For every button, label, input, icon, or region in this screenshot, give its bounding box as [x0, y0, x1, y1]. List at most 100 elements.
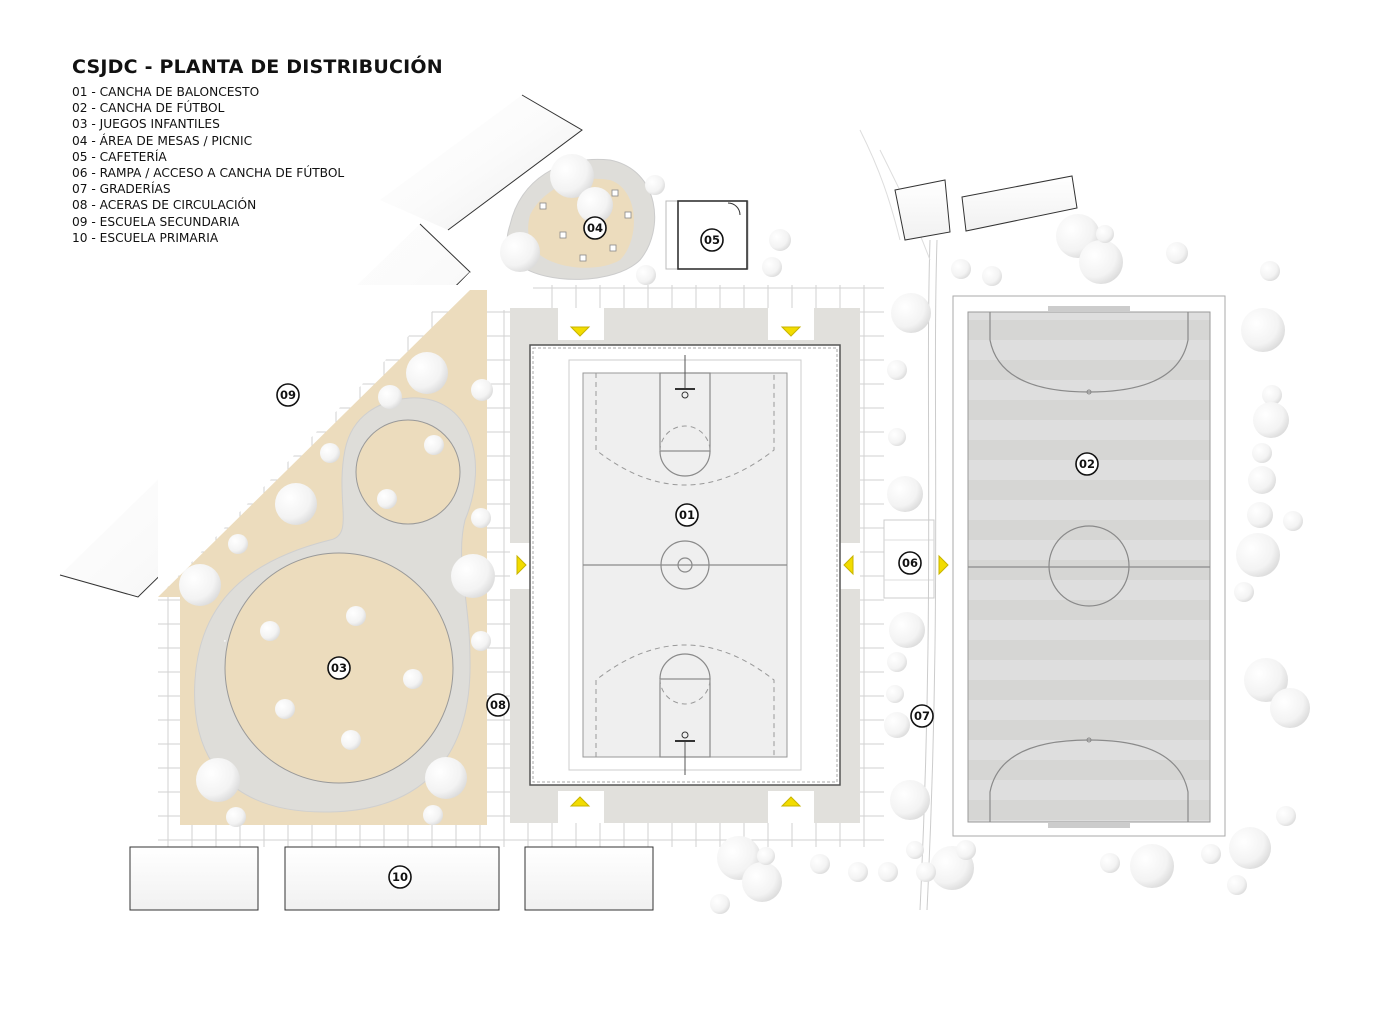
tree-icon [890, 780, 930, 820]
tree-icon [888, 428, 906, 446]
tree-icon [403, 669, 423, 689]
tree-icon [425, 757, 467, 799]
legend-item-08: 08 - ACERAS DE CIRCULACIÓN [72, 198, 257, 213]
basketball-court [510, 308, 860, 823]
tree-icon [889, 612, 925, 648]
tree-icon [228, 534, 248, 554]
entry-arrow-icon [780, 796, 802, 807]
tree-icon [577, 187, 613, 223]
buildings [129, 158, 1078, 911]
tree-icon [1270, 688, 1310, 728]
tree-icon [886, 685, 904, 703]
entry-arrow-icon [569, 796, 591, 807]
tree-icon [1096, 225, 1114, 243]
marker-04: 04 [583, 216, 607, 240]
tree-icon [424, 435, 444, 455]
tree-icon [224, 640, 226, 642]
tree-icon [645, 175, 665, 195]
tree-icon [1248, 466, 1276, 494]
tree-icon [550, 154, 594, 198]
marker-08: 08 [486, 693, 510, 717]
tree-icon [320, 443, 340, 463]
entry-arrow-icon [780, 326, 802, 337]
tree-icon [471, 379, 493, 401]
marker-07: 07 [910, 704, 934, 728]
tree-icon [406, 352, 448, 394]
marker-09: 09 [276, 383, 300, 407]
legend-item-02: 02 - CANCHA DE FÚTBOL [72, 101, 225, 116]
tree-icon [906, 841, 924, 859]
tree-icon [884, 712, 910, 738]
tree-icon [742, 862, 782, 902]
marker-01: 01 [675, 503, 699, 527]
tree-icon [769, 229, 791, 251]
tree-icon [451, 554, 495, 598]
legend-item-10: 10 - ESCUELA PRIMARIA [72, 230, 219, 245]
tree-icon [982, 266, 1002, 286]
tree-icon [1247, 502, 1273, 528]
tree-icon [887, 476, 923, 512]
tree-icon [916, 862, 936, 882]
tree-icon [757, 847, 775, 865]
svg-text:04: 04 [587, 221, 603, 235]
tree-icon [891, 293, 931, 333]
tree-icon [1252, 443, 1272, 463]
svg-text:07: 07 [914, 709, 930, 723]
tree-icon [1234, 582, 1254, 602]
legend-item-05: 05 - CAFETERÍA [72, 149, 167, 164]
tree-icon [878, 862, 898, 882]
tree-icon [636, 265, 656, 285]
marker-10: 10 [388, 865, 412, 889]
tree-icon [956, 840, 976, 860]
trees [179, 154, 1310, 914]
tree-icon [1130, 844, 1174, 888]
tree-icon [196, 758, 240, 802]
tree-icon [1260, 261, 1280, 281]
tree-icon [1100, 853, 1120, 873]
legend-item-06: 06 - RAMPA / ACCESO A CANCHA DE FÚTBOL [72, 166, 345, 181]
svg-text:05: 05 [704, 233, 720, 247]
football-field [952, 295, 1226, 837]
tree-icon [1241, 308, 1285, 352]
tree-icon [1236, 533, 1280, 577]
tree-icon [471, 631, 491, 651]
tree-icon [1166, 242, 1188, 264]
tree-icon [1276, 806, 1296, 826]
tree-icon [1229, 827, 1271, 869]
legend-item-03: 03 - JUEGOS INFANTILES [72, 117, 220, 132]
entry-arrow-icon [516, 554, 527, 576]
tree-icon [179, 564, 221, 606]
legend-item-04: 04 - ÁREA DE MESAS / PICNIC [72, 133, 253, 148]
entry-arrow-icon [569, 326, 591, 337]
svg-text:08: 08 [490, 698, 506, 712]
tree-icon [887, 360, 907, 380]
tree-icon [1244, 658, 1288, 702]
svg-text:02: 02 [1079, 457, 1095, 471]
tree-icon [1227, 875, 1247, 895]
svg-text:01: 01 [679, 508, 695, 522]
tree-icon [377, 489, 397, 509]
tree-icon [710, 894, 730, 914]
tree-icon [341, 730, 361, 750]
tree-icon [848, 862, 868, 882]
tree-icon [1079, 240, 1123, 284]
tree-icon [762, 257, 782, 277]
tree-icon [1262, 385, 1282, 405]
tree-icon [887, 652, 907, 672]
entry-arrow-icon [843, 554, 854, 576]
tree-icon [471, 508, 491, 528]
legend-item-09: 09 - ESCUELA SECUNDARIA [72, 214, 240, 229]
plan-title: CSJDC - PLANTA DE DISTRIBUCIÓN [72, 56, 443, 78]
svg-text:09: 09 [280, 388, 296, 402]
tree-icon [500, 232, 540, 272]
tree-icon [275, 483, 317, 525]
marker-05: 05 [700, 228, 724, 252]
tree-icon [423, 805, 443, 825]
entry-arrow-icon [938, 554, 949, 576]
tree-icon [260, 621, 280, 641]
legend: CSJDC - PLANTA DE DISTRIBUCIÓN 01 - CANC… [72, 56, 443, 246]
tree-icon [951, 259, 971, 279]
tree-icon [378, 385, 402, 409]
tree-icon [1253, 402, 1289, 438]
